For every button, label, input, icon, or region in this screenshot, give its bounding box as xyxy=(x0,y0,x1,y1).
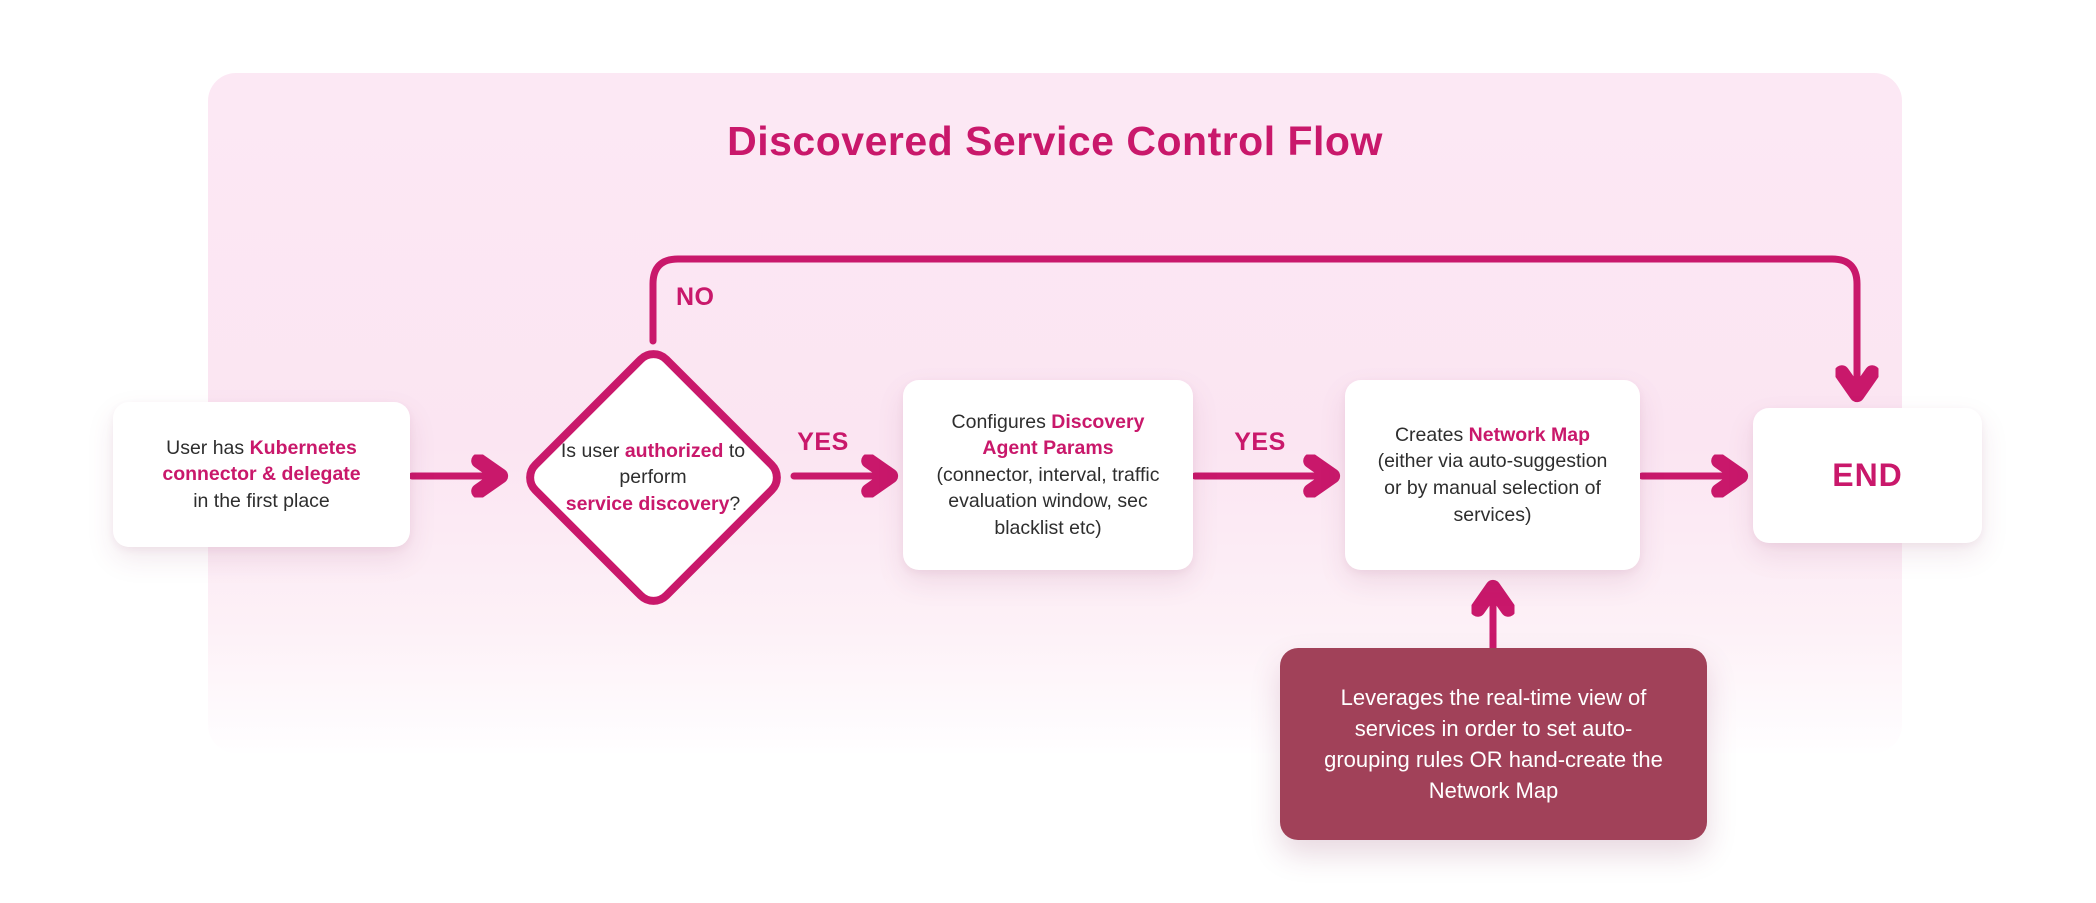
edge-label-yes-1: YES xyxy=(797,428,849,456)
text-segment: User has xyxy=(166,436,250,459)
text-segment: Configures xyxy=(951,410,1052,433)
text-segment-highlight: Discovery Agent Params xyxy=(982,410,1145,460)
node-end: END xyxy=(1753,408,1982,543)
note-text: Leverages the real-time view of services… xyxy=(1324,684,1663,804)
node-decision-text: Is user authorized to perform service di… xyxy=(559,438,747,518)
node-end-text: END xyxy=(1832,456,1903,493)
edge-label-yes-2: YES xyxy=(1234,428,1286,456)
text-segment-highlight: Network Map xyxy=(1468,423,1591,446)
node-configure-text: Configures Discovery Agent Params (conne… xyxy=(934,409,1162,542)
text-segment-highlight: authorized xyxy=(624,439,724,462)
node-decision-authorized: Is user authorized to perform service di… xyxy=(553,381,753,574)
node-create-text: Creates Network Map (either via auto-sug… xyxy=(1374,422,1612,528)
text-segment: in the first place xyxy=(193,489,330,512)
node-start-kubernetes-connector: User has Kubernetes connector & delegate… xyxy=(113,402,410,547)
text-segment: to perform xyxy=(619,439,746,489)
text-segment: Is user xyxy=(560,439,625,462)
node-configure-discovery-agent-params: Configures Discovery Agent Params (conne… xyxy=(903,380,1193,570)
edge-label-no: NO xyxy=(676,283,715,311)
node-create-network-map: Creates Network Map (either via auto-sug… xyxy=(1345,380,1640,570)
text-segment-highlight: Kubernetes connector & delegate xyxy=(162,436,361,486)
node-start-text: User has Kubernetes connector & delegate… xyxy=(153,435,371,515)
text-segment: Creates xyxy=(1394,423,1469,446)
text-segment-highlight: service discovery xyxy=(565,492,730,515)
text-segment: ? xyxy=(729,492,741,515)
note-leverages-realtime-view: Leverages the real-time view of services… xyxy=(1280,648,1707,840)
diagram-title: Discovered Service Control Flow xyxy=(727,118,1383,164)
text-segment: (connector, interval, traffic evaluation… xyxy=(936,463,1160,539)
text-segment: (either via auto-suggestion or by manual… xyxy=(1377,450,1608,526)
